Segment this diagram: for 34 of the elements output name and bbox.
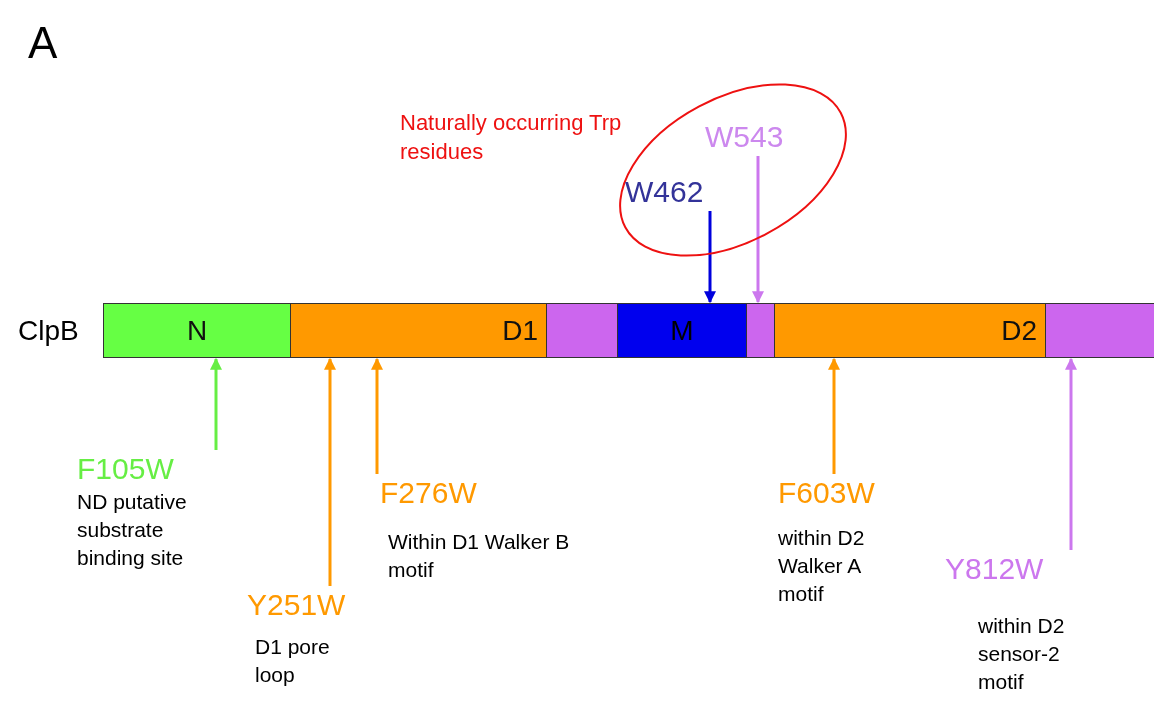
mutation-label: F276W — [380, 476, 478, 510]
description-text: within D2 Walker A motif — [778, 525, 866, 607]
domain-segment — [1045, 304, 1154, 357]
domain-segment — [746, 304, 774, 357]
mutation-label: Y251W — [247, 588, 347, 622]
mutation-label: W543 — [705, 120, 784, 154]
arrow — [828, 357, 840, 474]
description-text: within D2 sensor-2 motif — [978, 613, 1066, 695]
domain-segment — [546, 304, 617, 357]
domain-label: M — [670, 314, 694, 347]
mutation-label: F105W — [77, 452, 175, 486]
domain-segment — [104, 304, 290, 357]
domain-label: D1 — [502, 314, 538, 347]
arrow — [752, 156, 764, 304]
mutation-label: Y812W — [945, 552, 1045, 586]
domain-segment — [617, 304, 746, 357]
protein-bar — [103, 303, 1154, 358]
arrow — [371, 357, 383, 474]
description-text: Within D1 Walker B motif — [388, 529, 571, 583]
description-text: D1 pore loop — [255, 634, 331, 688]
arrow — [324, 357, 336, 586]
description-text: ND putative substrate binding site — [77, 489, 188, 571]
arrow — [1065, 357, 1077, 550]
domain-label: N — [186, 314, 208, 347]
mutation-label: F603W — [778, 476, 876, 510]
arrow — [704, 211, 716, 304]
domain-segment — [774, 304, 1045, 357]
domain-segment — [290, 304, 546, 357]
mutation-label: W462 — [625, 175, 704, 209]
annotation-text: Naturally occurring Trp residues — [400, 109, 623, 166]
arrow — [210, 357, 222, 450]
domain-label: D2 — [1001, 314, 1037, 347]
panel-letter: A — [28, 18, 58, 68]
protein-name: ClpB — [18, 315, 79, 347]
